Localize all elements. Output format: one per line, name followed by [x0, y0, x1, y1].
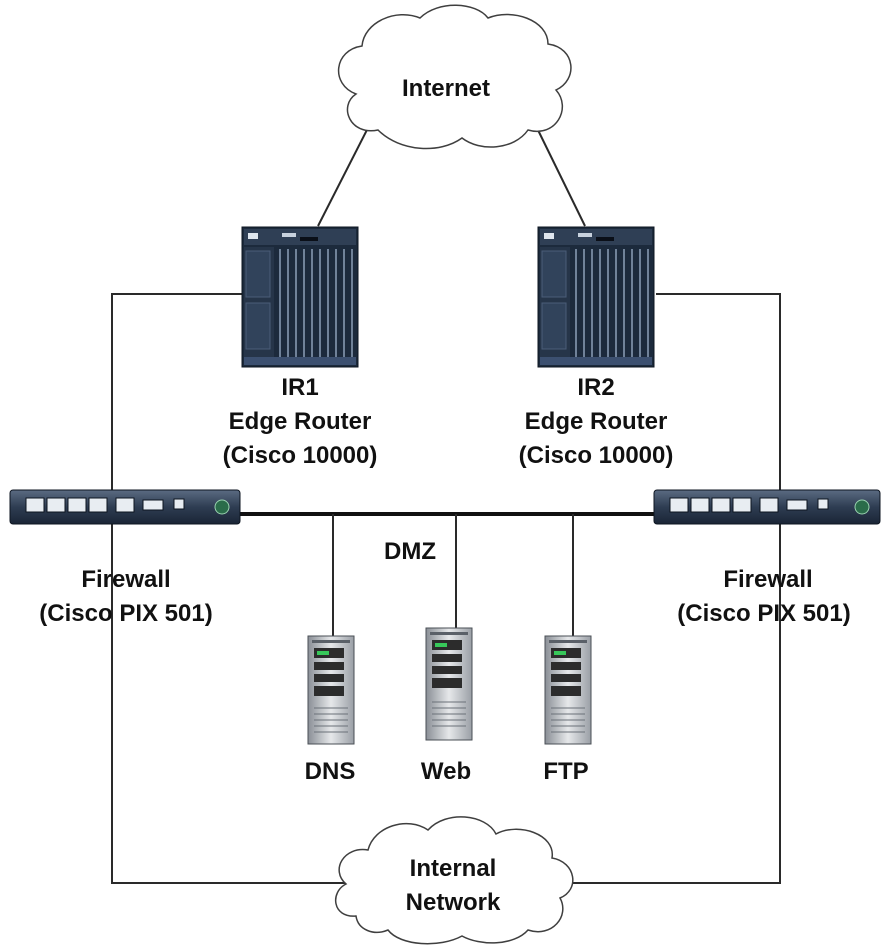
router-ir1: [241, 226, 359, 368]
link-ir1-internal-network: [111, 293, 350, 884]
ir1-name: IR1: [281, 374, 318, 401]
internet-label: Internet: [402, 75, 490, 102]
cloud-icon: [334, 816, 574, 945]
link-internet-ir1: [317, 119, 373, 227]
connection-lines: [111, 119, 781, 884]
server-icon: [425, 627, 473, 741]
ir1-role: Edge Router: [229, 408, 372, 435]
ir2-role: Edge Router: [525, 408, 668, 435]
firewall-right-name: Firewall: [723, 566, 812, 593]
internal-network-label-line1: Internal: [410, 855, 497, 882]
server-dns: [307, 635, 355, 745]
router-icon: [537, 226, 655, 368]
server-web: [425, 627, 473, 741]
server-icon: [544, 635, 592, 745]
firewall-left: [9, 489, 241, 525]
router-ir2: [537, 226, 655, 368]
firewall-icon: [9, 489, 241, 525]
server-icon: [307, 635, 355, 745]
server-ftp-label: FTP: [543, 758, 588, 785]
firewall-right-model: (Cisco PIX 501): [677, 600, 850, 627]
firewall-icon: [653, 489, 881, 525]
dmz-label: DMZ: [384, 538, 436, 565]
internal-network-cloud: Internal Network: [334, 816, 574, 945]
ir2-model: (Cisco 10000): [519, 442, 674, 469]
firewall-left-name: Firewall: [81, 566, 170, 593]
link-internet-ir2: [536, 127, 586, 227]
firewall-left-model: (Cisco PIX 501): [39, 600, 212, 627]
internet-cloud: Internet: [338, 4, 572, 150]
ir2-name: IR2: [577, 374, 614, 401]
link-ir2-internal-network: [563, 293, 781, 884]
firewall-right: [653, 489, 881, 525]
internal-network-label-line2: Network: [406, 889, 501, 916]
ir1-model: (Cisco 10000): [223, 442, 378, 469]
server-dns-label: DNS: [305, 758, 356, 785]
router-icon: [241, 226, 359, 368]
cloud-icon: [338, 4, 572, 150]
server-ftp: [544, 635, 592, 745]
server-web-label: Web: [421, 758, 471, 785]
